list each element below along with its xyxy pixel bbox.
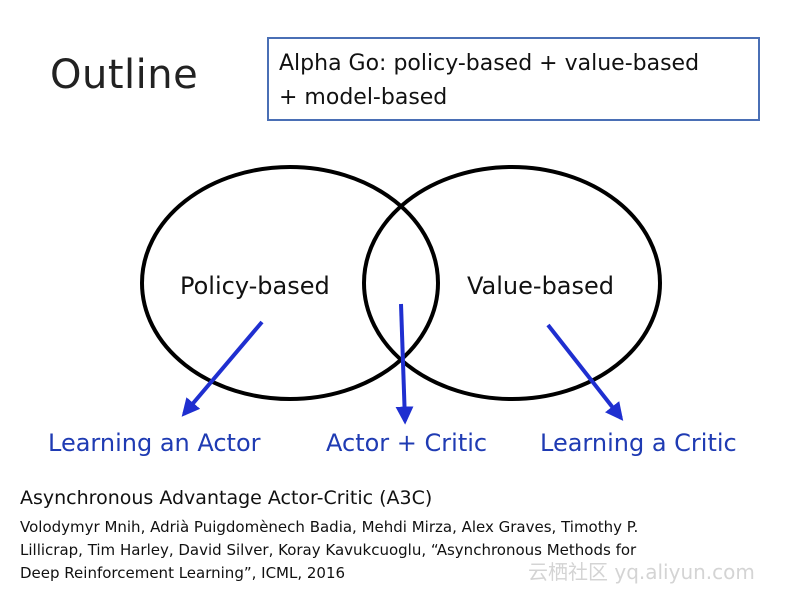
value-circle <box>362 165 662 401</box>
slide-title: Outline <box>50 52 199 98</box>
citation-line-3: Deep Reinforcement Learning”, ICML, 2016 <box>20 564 346 582</box>
learning-critic-label: Learning a Critic <box>540 429 737 457</box>
reference-citation: Volodymyr Mnih, Adrià Puigdomènech Badia… <box>20 516 780 585</box>
citation-line-1: Volodymyr Mnih, Adrià Puigdomènech Badia… <box>20 518 639 536</box>
arrow-to-actor <box>181 320 264 417</box>
note-line-1: Alpha Go: policy-based + value-based <box>279 51 700 76</box>
actor-critic-label: Actor + Critic <box>326 429 488 457</box>
learning-actor-label: Learning an Actor <box>48 429 261 457</box>
policy-circle <box>140 165 440 401</box>
note-line-2: + model-based <box>279 85 448 110</box>
policy-based-label: Policy-based <box>180 272 330 300</box>
arrow-to-actor-critic <box>395 303 414 425</box>
reference-heading: Asynchronous Advantage Actor-Critic (A3C… <box>20 487 433 509</box>
value-based-label: Value-based <box>467 272 615 300</box>
arrow-to-critic <box>546 323 624 421</box>
citation-line-2: Lillicrap, Tim Harley, David Silver, Kor… <box>20 541 637 559</box>
watermark: 云栖社区 yq.aliyun.com <box>528 560 755 584</box>
alphago-note-box: Alpha Go: policy-based + value-based + m… <box>267 37 760 121</box>
